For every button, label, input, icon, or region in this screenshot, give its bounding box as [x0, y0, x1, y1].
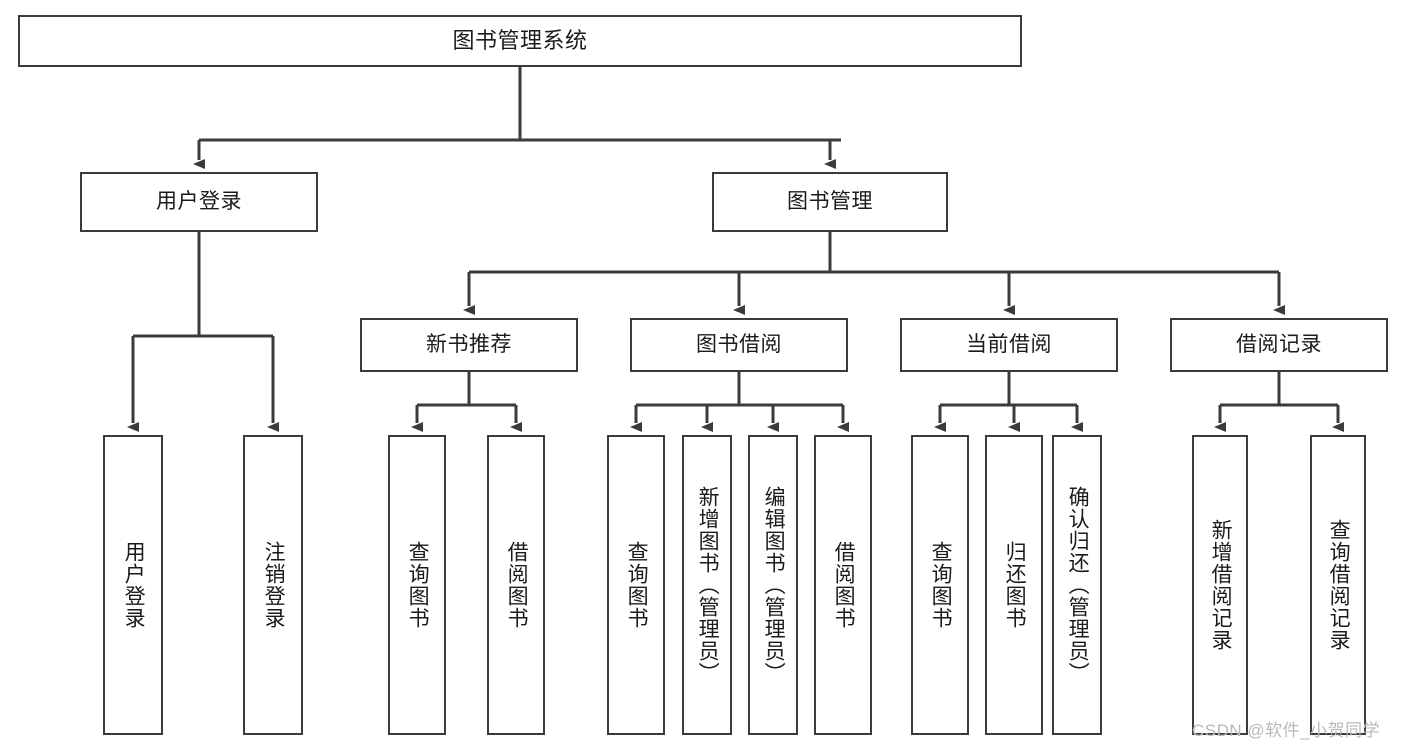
node-label: 查询图书 — [625, 541, 649, 629]
node-label: 查询借阅记录 — [1327, 519, 1351, 651]
node-label: 查询图书 — [406, 541, 430, 629]
leaf-confirm-return-admin[interactable]: 确认归还（管理员） — [1052, 435, 1102, 735]
node-label: 编辑图书（管理员） — [762, 486, 786, 684]
leaf-edit-book-admin[interactable]: 编辑图书（管理员） — [748, 435, 798, 735]
node-book-management[interactable]: 图书管理 — [712, 172, 948, 232]
node-label: 图书管理系统 — [452, 28, 588, 54]
leaf-logout[interactable]: 注销登录 — [243, 435, 303, 735]
leaf-query-book-newbook[interactable]: 查询图书 — [388, 435, 446, 735]
leaf-add-book-admin[interactable]: 新增图书（管理员） — [682, 435, 732, 735]
leaf-return-book[interactable]: 归还图书 — [985, 435, 1043, 735]
node-label: 用户登录 — [156, 189, 242, 213]
node-borrow-record[interactable]: 借阅记录 — [1170, 318, 1388, 372]
csdn-watermark: CSDN @软件_小贺同学 — [1192, 721, 1381, 740]
node-label: 借阅图书 — [505, 541, 529, 629]
node-label: 借阅图书 — [832, 541, 856, 629]
node-label: 图书管理 — [787, 189, 873, 213]
leaf-query-book-borrow[interactable]: 查询图书 — [607, 435, 665, 735]
node-label: 注销登录 — [262, 541, 286, 629]
leaf-borrow-book-newbook[interactable]: 借阅图书 — [487, 435, 545, 735]
node-new-book-recommend[interactable]: 新书推荐 — [360, 318, 578, 372]
node-label: 新增图书（管理员） — [696, 486, 720, 684]
node-label: 新增借阅记录 — [1209, 519, 1233, 651]
leaf-borrow-book[interactable]: 借阅图书 — [814, 435, 872, 735]
node-label: 图书借阅 — [696, 332, 782, 356]
node-book-borrow[interactable]: 图书借阅 — [630, 318, 848, 372]
node-label: 当前借阅 — [966, 332, 1052, 356]
leaf-add-borrow-record[interactable]: 新增借阅记录 — [1192, 435, 1248, 735]
node-label: 用户登录 — [122, 541, 146, 629]
leaf-query-borrow-record[interactable]: 查询借阅记录 — [1310, 435, 1366, 735]
leaf-user-login[interactable]: 用户登录 — [103, 435, 163, 735]
node-label: 归还图书 — [1003, 541, 1027, 629]
node-label: 新书推荐 — [426, 332, 512, 356]
node-current-borrow[interactable]: 当前借阅 — [900, 318, 1118, 372]
node-user-login[interactable]: 用户登录 — [80, 172, 318, 232]
node-root-system[interactable]: 图书管理系统 — [18, 15, 1022, 67]
node-label: 确认归还（管理员） — [1066, 486, 1090, 684]
node-label: 借阅记录 — [1236, 332, 1322, 356]
leaf-query-book-current[interactable]: 查询图书 — [911, 435, 969, 735]
node-label: 查询图书 — [929, 541, 953, 629]
